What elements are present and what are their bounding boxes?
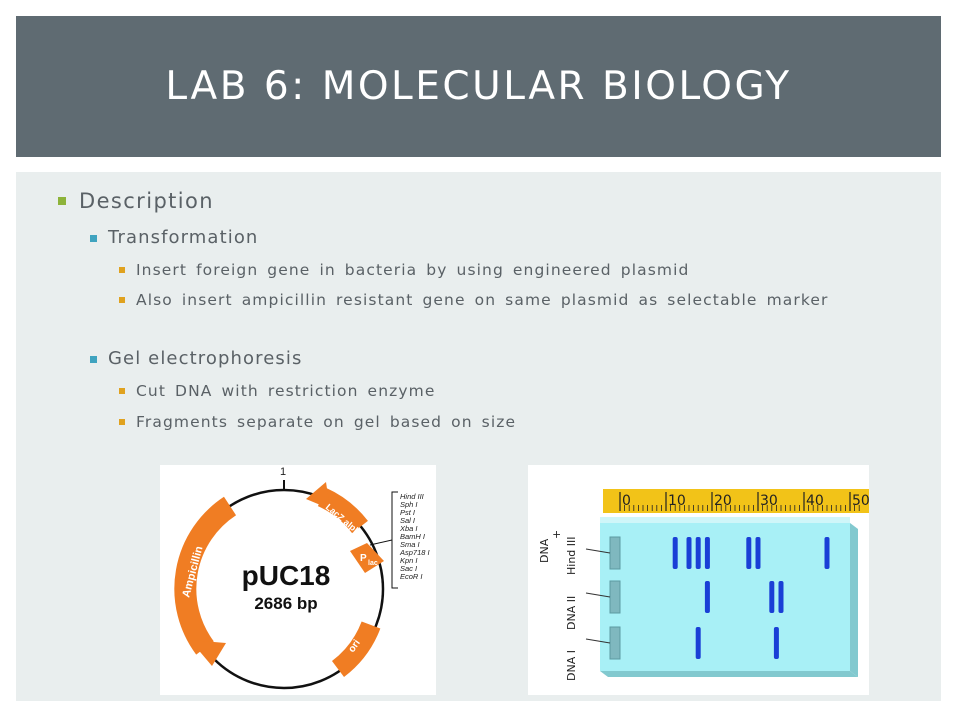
gel-well — [609, 580, 621, 614]
bullet-square — [119, 267, 125, 273]
lane-label-part: Hind III — [565, 536, 578, 575]
bullet-square — [119, 388, 125, 394]
dna-band — [704, 581, 710, 613]
bullet-square — [90, 356, 97, 363]
ori-region — [331, 621, 381, 677]
dna-band — [704, 537, 710, 569]
slide-title: LAB 6: MOLECULAR BIOLOGY — [165, 64, 792, 109]
dna-band — [778, 581, 784, 613]
plasmid-map: 1 Ampicillin LacZ alpha P lac ori pUC18 … — [174, 466, 430, 690]
bullet-fragments: Fragments separate on gel based on size — [136, 413, 517, 431]
plac-subscript: lac — [368, 560, 378, 567]
gel-well — [609, 626, 621, 660]
origin-marker-label: 1 — [280, 466, 286, 478]
ruler-label: 40 — [806, 493, 824, 509]
dna-band — [773, 627, 779, 659]
bullet-insert-ampicillin: Also insert ampicillin resistant gene on… — [136, 291, 829, 309]
dna-band — [746, 537, 752, 569]
bullet-square — [119, 297, 125, 303]
bullet-gel: Gel electrophoresis — [108, 348, 303, 369]
dna-band — [695, 627, 701, 659]
site-label: BamH I — [400, 532, 425, 541]
title-bar: LAB 6: MOLECULAR BIOLOGY — [16, 16, 941, 157]
site-label: Sac I — [400, 564, 417, 573]
plac-label: P — [360, 553, 367, 564]
bullet-square — [90, 235, 97, 242]
bullet-transformation: Transformation — [108, 227, 259, 248]
site-label: EcoR I — [400, 572, 423, 581]
lane-label: DNA I — [565, 650, 578, 681]
ruler-label: 20 — [714, 493, 732, 509]
site-label: Sal I — [400, 516, 415, 525]
site-label: Asp718 I — [399, 548, 430, 557]
ruler-label: 0 — [622, 493, 631, 509]
plasmid-name: pUC18 — [242, 560, 331, 591]
lacz-arrowhead — [306, 482, 330, 509]
plac-promoter — [350, 543, 384, 573]
site-label: Sma I — [400, 540, 420, 549]
dna-band — [686, 537, 692, 569]
site-label: Kpn I — [400, 556, 418, 565]
dna-band — [824, 537, 830, 569]
site-label: Sph I — [400, 500, 418, 509]
ampicillin-arrowhead — [190, 640, 226, 666]
plasmid-diagram: 1 Ampicillin LacZ alpha P lac ori pUC18 … — [160, 465, 436, 695]
bullet-cut-dna: Cut DNA with restriction enzyme — [136, 382, 436, 400]
gel-well — [609, 536, 621, 570]
lane-label: DNA II — [565, 596, 578, 630]
gel-diagram: 0 10 20 30 40 50 DNA + Hind III DNA II DNA I — [528, 465, 870, 695]
ruler-label: 30 — [760, 493, 778, 509]
dna-band — [672, 537, 678, 569]
dna-band — [755, 537, 761, 569]
ruler-label: 50 — [852, 493, 869, 509]
plasmid-size: 2686 bp — [254, 594, 317, 613]
lane-label-part: + — [550, 530, 563, 539]
dna-band — [769, 581, 775, 613]
site-label: Hind III — [400, 492, 424, 501]
restriction-site-list: Hind III Sph I Pst I Sal I Xba I BamH I … — [399, 492, 430, 581]
gel-electrophoresis: 0 10 20 30 40 50 DNA + Hind III DNA II DNA I — [538, 489, 870, 681]
site-label: Xba I — [399, 524, 418, 533]
dna-band — [695, 537, 701, 569]
lane-pointer — [585, 548, 611, 554]
bullet-square — [119, 419, 125, 425]
lane-pointer — [585, 592, 611, 598]
bullet-insert-foreign: Insert foreign gene in bacteria by using… — [136, 261, 690, 279]
ampicillin-gene — [174, 496, 237, 655]
bullet-description: Description — [79, 189, 215, 213]
site-label: Pst I — [400, 508, 415, 517]
lane-label-part: DNA — [538, 538, 551, 563]
ruler-label: 10 — [668, 493, 686, 509]
lane-pointer — [585, 638, 611, 644]
bullet-square — [58, 197, 66, 205]
